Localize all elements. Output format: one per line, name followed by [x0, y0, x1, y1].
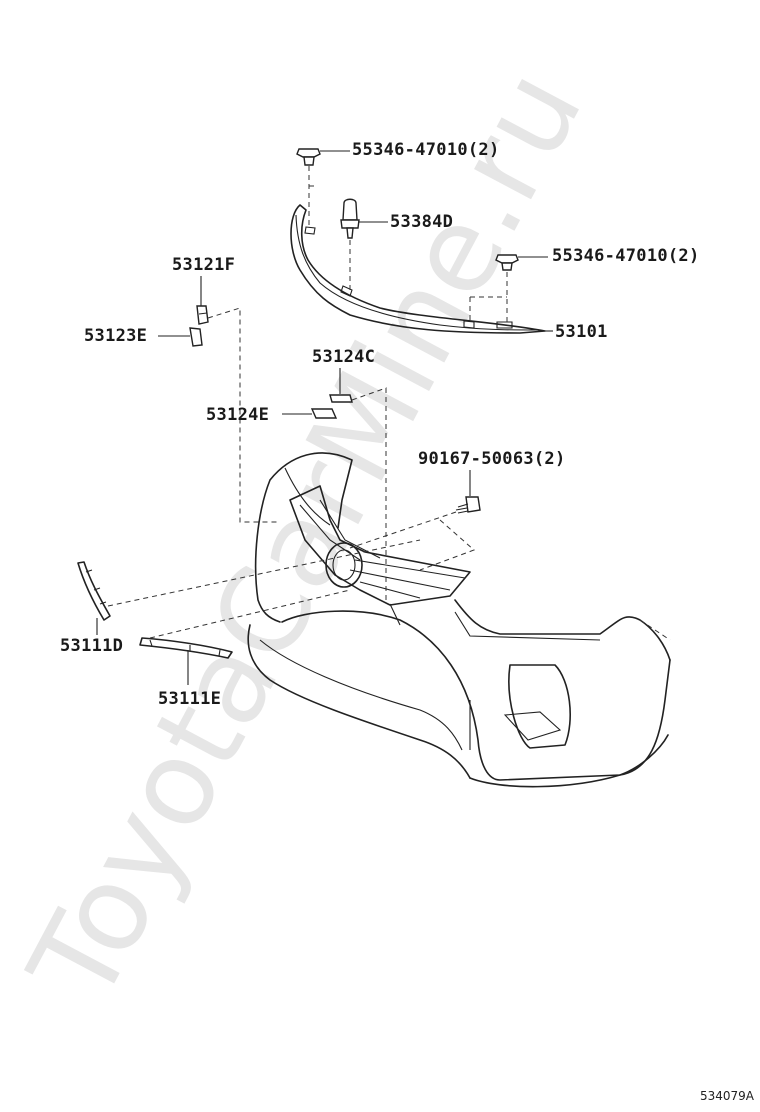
clip-53384d	[340, 198, 360, 239]
molding-53111e	[139, 637, 233, 659]
label-53111d: 53111D	[60, 636, 123, 656]
guide-53111d	[107, 539, 421, 607]
guide-53124	[351, 387, 387, 600]
diagram-code: 534079A	[700, 1089, 755, 1103]
label-53384d: 53384D	[390, 212, 453, 232]
label-53111e: 53111E	[158, 689, 221, 709]
clip-55346-right	[495, 254, 519, 271]
bracket-53121f	[196, 305, 209, 325]
guide-clip-right-2	[469, 296, 507, 320]
guide-53111e	[149, 589, 351, 639]
clip-55346-top	[296, 148, 321, 166]
label-90167-50063: 90167-50063(2)	[418, 449, 566, 469]
label-53124c: 53124C	[312, 347, 375, 367]
upper-molding-53101	[290, 204, 546, 334]
label-55346-47010-top: 55346-47010(2)	[352, 140, 500, 160]
watermark-text: ToyotaCarMine.ru	[2, 48, 608, 1024]
label-53121f: 53121F	[172, 255, 235, 275]
label-53101: 53101	[555, 322, 608, 342]
pad-53124e	[310, 408, 338, 419]
label-53123e: 53123E	[84, 326, 147, 346]
label-55346-47010-right: 55346-47010(2)	[552, 246, 700, 266]
bracket-53123e	[189, 327, 203, 347]
guide-90167	[349, 511, 475, 571]
pad-53124c	[329, 394, 353, 403]
label-53124e: 53124E	[206, 405, 269, 425]
molding-53111d	[77, 561, 111, 621]
bolt-90167	[455, 496, 481, 514]
front-bumper-cover	[247, 452, 671, 788]
